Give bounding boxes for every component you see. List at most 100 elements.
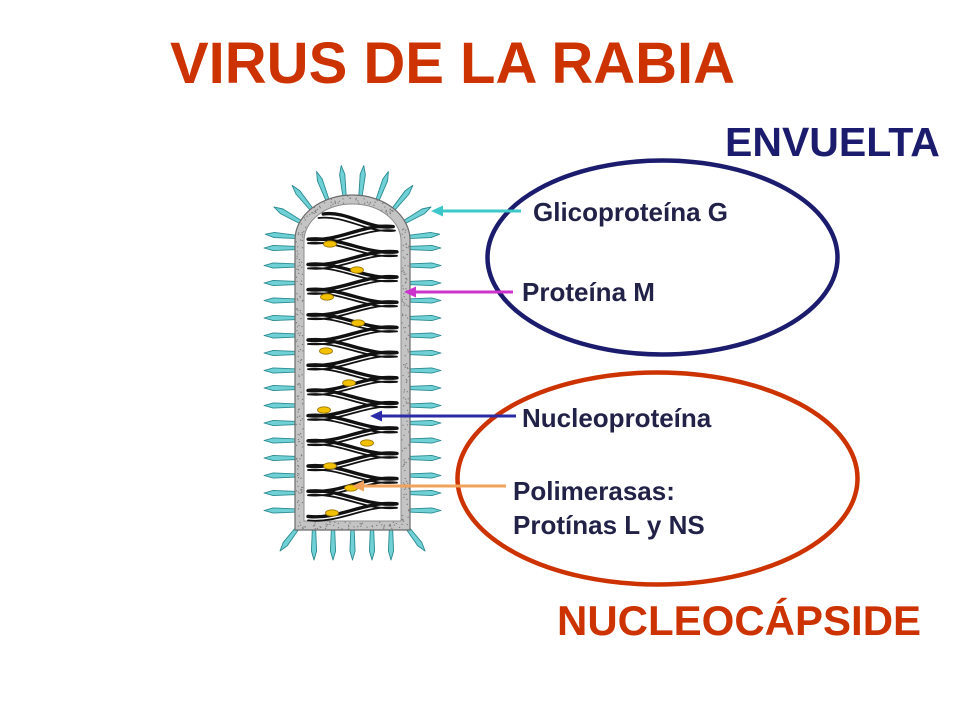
- stipple-dot: [390, 210, 392, 212]
- stipple-dot: [298, 324, 300, 326]
- stipple-dot: [313, 212, 315, 214]
- stipple-dot: [296, 395, 299, 397]
- stipple-dot: [301, 442, 303, 445]
- polymerase-granule: [319, 347, 333, 355]
- stipple-dot: [401, 439, 403, 441]
- stipple-dot: [369, 201, 372, 204]
- polymerase-granule: [350, 266, 364, 274]
- polymerase-granule: [325, 509, 339, 517]
- stipple-dot: [405, 246, 408, 249]
- stipple-dot: [297, 409, 300, 411]
- stipple-dot: [407, 305, 409, 308]
- stipple-dot: [300, 419, 302, 422]
- stipple-dot: [300, 491, 303, 494]
- stipple-dot: [389, 208, 391, 210]
- stipple-dot: [403, 296, 405, 298]
- stipple-dot: [401, 270, 403, 273]
- arrow-head: [404, 286, 416, 298]
- glycoprotein-spike: [263, 419, 298, 427]
- stipple-dot: [302, 350, 304, 352]
- glycoprotein-spike: [375, 171, 389, 203]
- stipple-dot: [299, 432, 302, 435]
- glycoprotein-spike: [263, 402, 298, 409]
- stipple-dot: [407, 482, 409, 484]
- page-title: VIRUS DE LA RABIA: [170, 31, 735, 96]
- stipple-dot: [401, 300, 403, 302]
- stipple-dot: [301, 343, 304, 346]
- glycoprotein-spike: [263, 244, 298, 252]
- stipple-dot: [297, 477, 300, 479]
- stipple-dot: [298, 350, 300, 352]
- stipple-dot: [297, 360, 299, 363]
- stipple-dot: [330, 198, 333, 200]
- stipple-dot: [405, 480, 408, 482]
- stipple-dot: [327, 523, 329, 526]
- stipple-dot: [295, 241, 297, 243]
- glycoprotein-spike: [263, 279, 298, 287]
- stipple-dot: [357, 525, 359, 528]
- glycoprotein-spike: [349, 527, 356, 561]
- stipple-dot: [357, 200, 359, 202]
- stipple-dot: [297, 468, 299, 470]
- stipple-dot: [406, 380, 408, 382]
- polymerase-granule: [360, 439, 374, 447]
- stipple-dot: [301, 266, 303, 268]
- stipple-dot: [301, 231, 303, 234]
- helix-strand: [306, 211, 399, 519]
- stipple-dot: [401, 523, 403, 525]
- stipple-dot: [366, 201, 369, 203]
- glycoprotein-spike: [339, 165, 347, 199]
- glycoprotein-spike: [263, 437, 298, 444]
- stipple-dot: [298, 334, 301, 337]
- glycoprotein-spike: [402, 206, 432, 225]
- stipple-dot: [298, 515, 300, 517]
- stipple-dot: [404, 326, 407, 329]
- stipple-dot: [332, 203, 334, 205]
- stipple-dot: [408, 509, 410, 511]
- stipple-dot: [300, 223, 303, 225]
- stipple-dot: [296, 501, 299, 503]
- stipple-dot: [342, 202, 345, 204]
- stipple-dot: [314, 522, 316, 524]
- stipple-dot: [407, 516, 409, 518]
- stipple-dot: [402, 288, 404, 290]
- glycoprotein-spike: [358, 165, 366, 199]
- stipple-dot: [392, 210, 394, 212]
- stipple-dot: [334, 521, 336, 524]
- stipple-dot: [297, 299, 299, 301]
- stipple-dot: [301, 247, 304, 249]
- polymerases-label-line1: Polimerasas:: [513, 476, 675, 506]
- stipple-dot: [408, 458, 410, 460]
- stipple-dot: [295, 308, 297, 310]
- polymerase-granules: [317, 240, 374, 517]
- stipple-dot: [402, 465, 404, 468]
- stipple-dot: [295, 340, 298, 343]
- envelope-group-ellipse: [485, 158, 840, 357]
- stipple-dot: [311, 212, 313, 214]
- glycoprotein-g-label: Glicoproteína G: [533, 197, 729, 227]
- glycoprotein-spike: [263, 472, 298, 479]
- stipple-dot: [406, 304, 408, 306]
- stipple-dot: [301, 501, 304, 504]
- stipple-dot: [403, 228, 405, 230]
- glycoprotein-spike: [263, 454, 298, 462]
- stipple-dot: [296, 250, 298, 252]
- stipple-dot: [295, 490, 298, 492]
- stipple-dot: [389, 525, 392, 527]
- stipple-dot: [297, 383, 299, 386]
- nucleocapsid-helix: [306, 211, 399, 522]
- stipple-dot: [407, 265, 409, 267]
- stipple-dot: [401, 233, 403, 235]
- stipple-dot: [402, 269, 404, 271]
- stipple-dot: [315, 211, 317, 214]
- stipple-dot: [297, 269, 300, 271]
- stipple-dot: [403, 236, 406, 239]
- stipple-dot: [319, 526, 321, 528]
- stipple-dot: [297, 313, 299, 316]
- arrow-head: [352, 480, 364, 492]
- stipple-dot: [405, 273, 407, 275]
- stipple-dot: [296, 298, 298, 300]
- stipple-dot: [404, 282, 407, 284]
- stipple-dot: [304, 219, 307, 221]
